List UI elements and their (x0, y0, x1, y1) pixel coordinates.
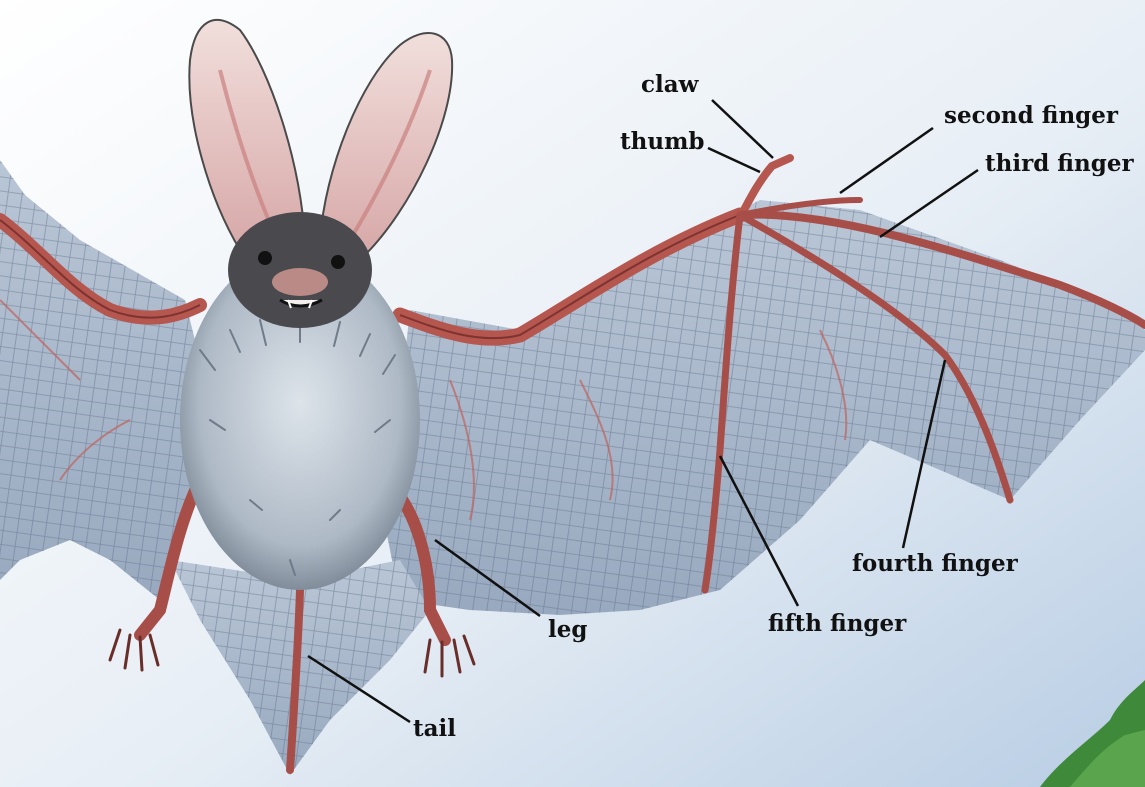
head (228, 212, 372, 328)
label-fifth-finger: fifth finger (768, 611, 906, 637)
label-tail: tail (413, 716, 456, 742)
label-leg: leg (548, 617, 587, 643)
label-fourth-finger: fourth finger (852, 551, 1018, 577)
label-claw: claw (641, 72, 698, 98)
label-thumb: thumb (620, 129, 705, 155)
label-second-finger: second finger (944, 103, 1118, 129)
label-third-finger: third finger (985, 151, 1134, 177)
